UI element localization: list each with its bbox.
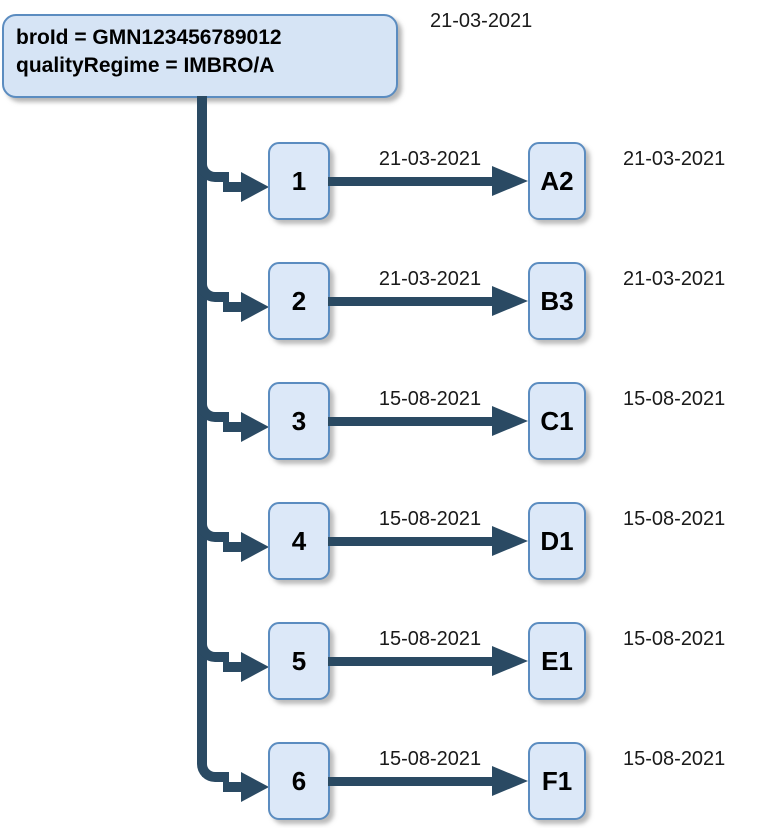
edge-line-2 <box>328 297 496 306</box>
target-node-label-1: A2 <box>540 165 574 196</box>
source-node-label-5: 5 <box>291 645 307 676</box>
source-node-6[interactable]: 6 <box>268 742 330 820</box>
source-node-4[interactable]: 4 <box>268 502 330 580</box>
branch-elbow-icon-1 <box>197 148 229 182</box>
source-node-label-2: 2 <box>291 285 307 316</box>
branch-stem-6 <box>223 782 245 792</box>
root-node-broid-line: broId = GMN123456789012 <box>16 26 282 49</box>
target-node-label-3: C1 <box>540 405 574 436</box>
arrowhead-icon-branch-3 <box>241 412 269 442</box>
branch-stem-5 <box>223 662 245 672</box>
branch-connector-5 <box>197 628 271 682</box>
branch-elbow-icon-6 <box>197 748 229 782</box>
row-date-label-1: 21-03-2021 <box>623 148 726 170</box>
edge-line-6 <box>328 777 496 786</box>
edge-line-3 <box>328 417 496 426</box>
arrowhead-icon-branch-6 <box>241 772 269 802</box>
arrowhead-icon-branch-4 <box>241 532 269 562</box>
source-node-label-3: 3 <box>291 405 307 436</box>
row-date-label-5: 15-08-2021 <box>623 628 726 650</box>
source-node-2[interactable]: 2 <box>268 262 330 340</box>
target-node-label-6: F1 <box>541 765 573 796</box>
target-node-4[interactable]: D1 <box>528 502 586 580</box>
root-node-gmn[interactable]: broId = GMN123456789012 qualityRegime = … <box>2 14 398 98</box>
branch-stem-3 <box>223 422 245 432</box>
branch-stem-2 <box>223 302 245 312</box>
target-node-3[interactable]: C1 <box>528 382 586 460</box>
target-node-1[interactable]: A2 <box>528 142 586 220</box>
arrowhead-icon-edge-3 <box>492 406 528 436</box>
edge-date-label-3: 15-08-2021 <box>378 388 482 410</box>
row-date-label-2: 21-03-2021 <box>623 268 726 290</box>
target-node-5[interactable]: E1 <box>528 622 586 700</box>
edge-date-label-5: 15-08-2021 <box>378 628 482 650</box>
branch-elbow-icon-5 <box>197 628 229 662</box>
target-node-label-2: B3 <box>540 285 574 316</box>
target-node-6[interactable]: F1 <box>528 742 586 820</box>
arrowhead-icon-edge-4 <box>492 526 528 556</box>
edge-date-label-4: 15-08-2021 <box>378 508 482 530</box>
target-node-2[interactable]: B3 <box>528 262 586 340</box>
edge-date-label-2: 21-03-2021 <box>378 268 482 290</box>
branch-elbow-icon-2 <box>197 268 229 302</box>
root-node-qualityregime-line: qualityRegime = IMBRO/A <box>16 54 275 77</box>
branch-connector-3 <box>197 388 271 442</box>
target-node-label-5: E1 <box>541 645 573 676</box>
source-node-label-1: 1 <box>291 165 307 196</box>
source-node-3[interactable]: 3 <box>268 382 330 460</box>
edge-line-1 <box>328 177 496 186</box>
edge-date-label-6: 15-08-2021 <box>378 748 482 770</box>
branch-connector-6 <box>197 748 271 802</box>
arrowhead-icon-branch-1 <box>241 172 269 202</box>
branch-connector-1 <box>197 148 271 202</box>
branch-stem-4 <box>223 542 245 552</box>
target-node-label-4: D1 <box>540 525 574 556</box>
branch-connector-2 <box>197 268 271 322</box>
arrowhead-icon-edge-1 <box>492 166 528 196</box>
row-date-label-4: 15-08-2021 <box>623 508 726 530</box>
arrowhead-icon-edge-2 <box>492 286 528 316</box>
trunk-connector-line <box>197 96 207 761</box>
arrowhead-icon-branch-2 <box>241 292 269 322</box>
branch-connector-4 <box>197 508 271 562</box>
source-node-label-4: 4 <box>291 525 307 556</box>
branch-elbow-icon-3 <box>197 388 229 422</box>
root-node-date-label: 21-03-2021 <box>430 10 533 32</box>
edge-date-label-1: 21-03-2021 <box>378 148 482 170</box>
arrowhead-icon-edge-6 <box>492 766 528 796</box>
row-date-label-6: 15-08-2021 <box>623 748 726 770</box>
source-node-label-6: 6 <box>291 765 307 796</box>
arrowhead-icon-edge-5 <box>492 646 528 676</box>
source-node-5[interactable]: 5 <box>268 622 330 700</box>
branch-stem-1 <box>223 182 245 192</box>
row-date-label-3: 15-08-2021 <box>623 388 726 410</box>
source-node-1[interactable]: 1 <box>268 142 330 220</box>
edge-line-5 <box>328 657 496 666</box>
branch-elbow-icon-4 <box>197 508 229 542</box>
edge-line-4 <box>328 537 496 546</box>
arrowhead-icon-branch-5 <box>241 652 269 682</box>
